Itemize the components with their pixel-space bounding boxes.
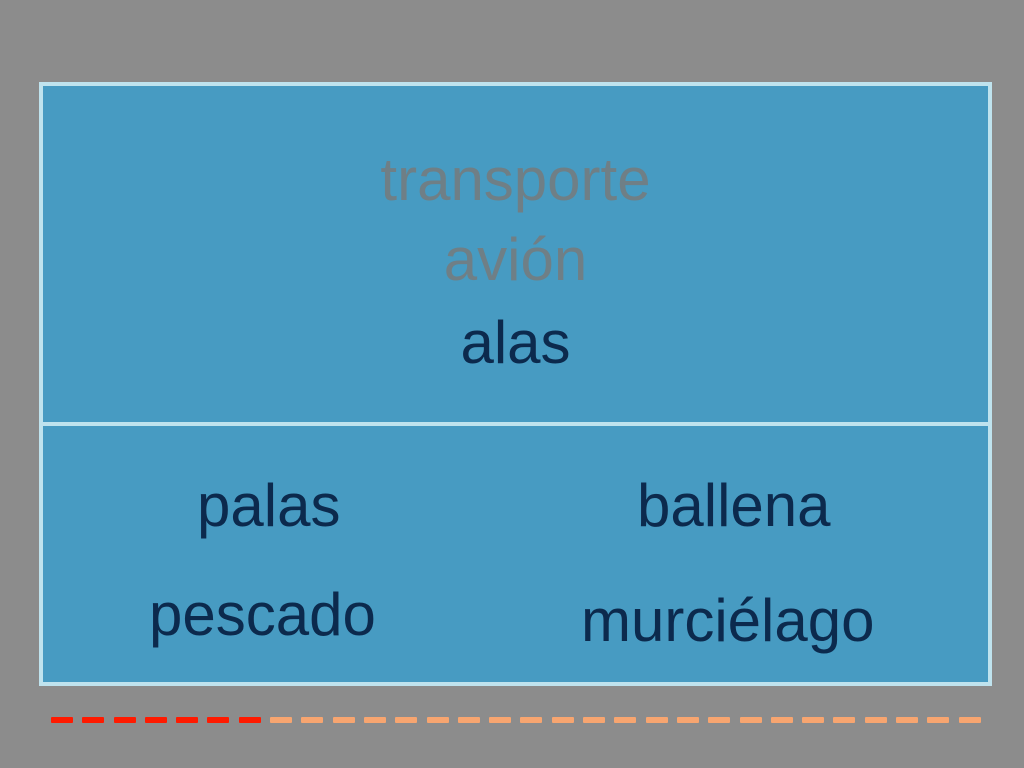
answer-option-murcielago[interactable]: murciélago: [581, 587, 875, 654]
answer-option-palas[interactable]: palas: [197, 472, 341, 539]
progress-segment-todo: [520, 717, 543, 723]
current-clue: alas: [460, 309, 571, 376]
progress-segment-todo: [457, 717, 480, 723]
progress-segment-todo: [927, 717, 950, 723]
progress-segment-todo: [270, 717, 293, 723]
progress-segment-todo: [833, 717, 856, 723]
prompt-panel: transporte avión alas: [43, 86, 988, 426]
answer-option-pescado[interactable]: pescado: [149, 581, 376, 648]
progress-segment-done: [51, 717, 73, 723]
progress-segment-todo: [583, 717, 606, 723]
progress-segment-todo: [708, 717, 731, 723]
progress-segment-done: [238, 717, 261, 723]
progress-segment-done: [113, 717, 136, 723]
progress-segment-todo: [489, 717, 512, 723]
progress-segment-todo: [426, 717, 449, 723]
progress-segment-todo: [363, 717, 386, 723]
progress-segment-todo: [802, 717, 825, 723]
progress-segment-done: [144, 717, 167, 723]
progress-segment-done: [82, 717, 105, 723]
answer-options-panel: palas ballena pescado murciélago: [43, 426, 988, 686]
progress-segment-done: [207, 717, 230, 723]
progress-segment-done: [176, 717, 199, 723]
progress-segment-todo: [864, 717, 887, 723]
progress-segment-todo: [301, 717, 324, 723]
progress-segment-todo: [395, 717, 418, 723]
progress-segment-todo: [676, 717, 699, 723]
previous-clue-1: transporte: [380, 146, 651, 213]
progress-segment-todo: [739, 717, 762, 723]
quiz-card: transporte avión alas palas ballena pesc…: [39, 82, 992, 686]
progress-segment-todo: [551, 717, 574, 723]
previous-clue-2: avión: [443, 226, 588, 293]
progress-segment-todo: [332, 717, 355, 723]
answer-option-ballena[interactable]: ballena: [637, 472, 831, 539]
progress-segment-todo: [770, 717, 793, 723]
progress-segment-todo: [958, 717, 981, 723]
progress-segment-todo: [614, 717, 637, 723]
progress-bar: [51, 715, 981, 725]
progress-segment-todo: [645, 717, 668, 723]
progress-segment-todo: [896, 717, 919, 723]
